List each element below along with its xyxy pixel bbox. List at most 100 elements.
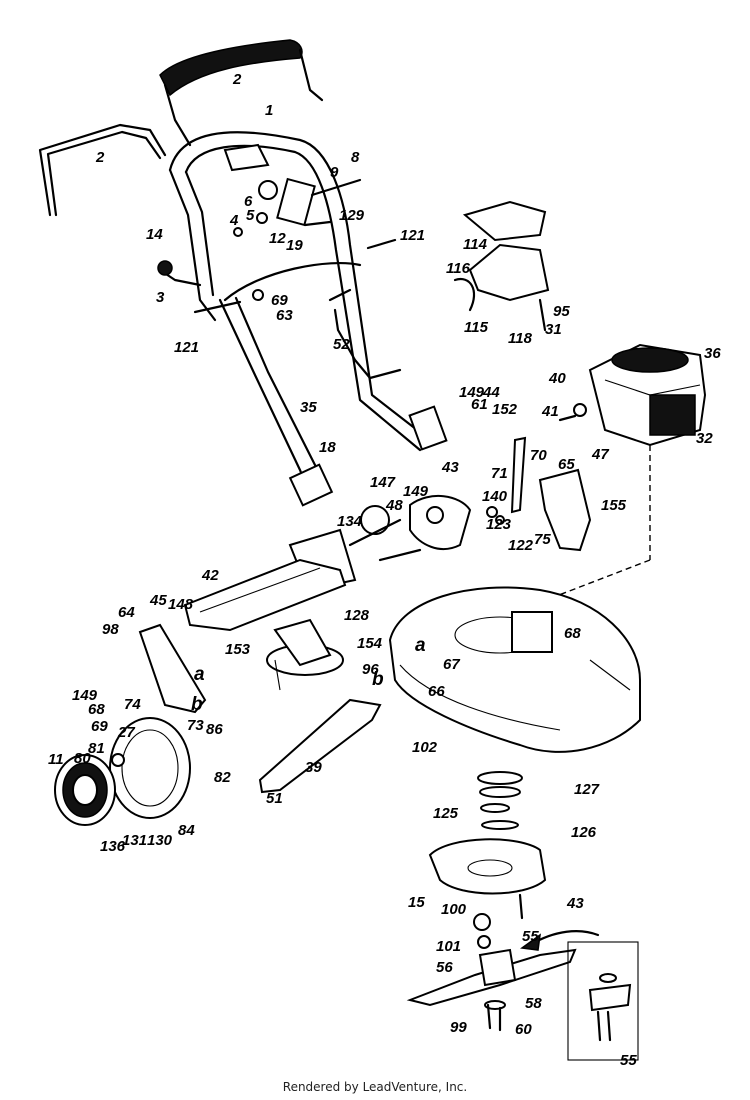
callout-part-115: 115 xyxy=(464,319,488,336)
mower-deck xyxy=(388,586,641,753)
callout-part-98: 98 xyxy=(102,621,119,638)
callout-part-75: 75 xyxy=(534,531,551,548)
callout-part-114: 114 xyxy=(463,236,487,253)
callout-part-147: 147 xyxy=(370,474,396,491)
callout-part-47: 47 xyxy=(592,446,609,463)
control-cable xyxy=(328,288,402,380)
bail-bar xyxy=(38,39,324,217)
callout-part-82: 82 xyxy=(214,769,231,786)
callout-part-123: 123 xyxy=(486,516,512,533)
callout-part-80: 80 xyxy=(74,750,91,767)
callout-part-81: 81 xyxy=(88,740,105,757)
callout-part-154: 154 xyxy=(357,635,383,652)
callout-part-121: 121 xyxy=(400,227,426,244)
callout-part-122: 122 xyxy=(508,537,534,554)
callout-part-155: 155 xyxy=(601,497,627,514)
callout-part-73: 73 xyxy=(187,717,204,734)
callout-part-4: 4 xyxy=(230,212,239,229)
callout-part-55: 55 xyxy=(522,928,539,945)
callout-part-86: 86 xyxy=(206,721,223,738)
upper-handle xyxy=(168,131,432,452)
callout-part-101: 101 xyxy=(436,938,462,955)
callout-letter-a: a xyxy=(194,664,205,685)
callout-part-71: 71 xyxy=(491,465,508,482)
callout-part-41: 41 xyxy=(542,403,559,420)
mower-blade xyxy=(406,930,600,1032)
callout-part-48: 48 xyxy=(386,497,403,514)
callout-part-127: 127 xyxy=(574,781,600,798)
callout-part-64: 64 xyxy=(118,604,135,621)
callout-part-31: 31 xyxy=(545,321,562,338)
callout-part-52: 52 xyxy=(333,336,350,353)
callout-part-9: 9 xyxy=(330,164,339,181)
callout-part-14: 14 xyxy=(146,226,163,243)
callout-part-66: 66 xyxy=(428,683,445,700)
callout-part-5: 5 xyxy=(246,207,255,224)
rear-wheel xyxy=(54,717,191,826)
callout-part-131: 131 xyxy=(122,832,148,849)
callout-part-70: 70 xyxy=(530,447,547,464)
callout-part-43: 43 xyxy=(567,895,584,912)
callout-part-100: 100 xyxy=(441,901,467,918)
callout-part-8: 8 xyxy=(351,149,360,166)
rear-door-assembly xyxy=(453,200,550,332)
callout-part-149: 149 xyxy=(459,384,485,401)
callout-part-44: 44 xyxy=(483,384,500,401)
callout-part-134: 134 xyxy=(337,513,363,530)
callout-part-140: 140 xyxy=(482,488,508,505)
callout-part-3: 3 xyxy=(156,289,165,306)
rear-frame xyxy=(138,558,382,794)
callout-part-67: 67 xyxy=(443,656,460,673)
callout-part-63: 63 xyxy=(276,307,293,324)
callout-part-45: 45 xyxy=(150,592,167,609)
footer-credit: Rendered by LeadVenture, Inc. xyxy=(282,1080,468,1094)
inset-detail xyxy=(567,941,639,1061)
callout-part-118: 118 xyxy=(508,330,532,347)
blade-hub xyxy=(428,771,547,949)
callout-part-32: 32 xyxy=(696,430,713,447)
callout-part-12: 12 xyxy=(269,230,286,247)
callout-part-128: 128 xyxy=(344,607,370,624)
callout-part-56: 56 xyxy=(436,959,453,976)
callout-part-136: 136 xyxy=(100,838,126,855)
callout-part-68: 68 xyxy=(88,701,105,718)
callout-part-42: 42 xyxy=(202,567,219,584)
callout-part-129: 129 xyxy=(339,207,365,224)
callout-part-2: 2 xyxy=(233,71,242,88)
callout-part-61: 61 xyxy=(471,396,488,413)
callout-part-84: 84 xyxy=(178,822,195,839)
callout-part-39: 39 xyxy=(305,759,322,776)
callout-part-1: 1 xyxy=(265,102,274,119)
lower-handle xyxy=(218,262,448,507)
callout-part-60: 60 xyxy=(515,1021,532,1038)
callout-part-130: 130 xyxy=(147,832,173,849)
callout-part-40: 40 xyxy=(549,370,566,387)
callout-part-69: 69 xyxy=(271,292,288,309)
callout-letter-a: a xyxy=(415,635,426,656)
callout-part-2: 2 xyxy=(96,149,105,166)
callout-letter-b: b xyxy=(191,694,203,715)
callout-part-55: 55 xyxy=(620,1052,637,1069)
callout-part-69: 69 xyxy=(91,718,108,735)
callout-part-43: 43 xyxy=(442,459,459,476)
throttle-control xyxy=(157,177,397,314)
callout-part-74: 74 xyxy=(124,696,141,713)
callout-part-96: 96 xyxy=(362,661,379,678)
callout-part-152: 152 xyxy=(492,401,518,418)
callout-part-153: 153 xyxy=(225,641,251,658)
engine xyxy=(519,343,707,611)
callout-part-149: 149 xyxy=(403,483,429,500)
callout-part-11: 11 xyxy=(48,751,64,768)
callout-part-65: 65 xyxy=(558,456,575,473)
callout-part-35: 35 xyxy=(300,399,317,416)
callout-part-6: 6 xyxy=(244,193,253,210)
callout-part-116: 116 xyxy=(446,260,470,277)
callout-part-19: 19 xyxy=(286,237,303,254)
callout-part-102: 102 xyxy=(412,739,438,756)
callout-part-58: 58 xyxy=(525,995,542,1012)
callout-part-27: 27 xyxy=(118,724,135,741)
callout-part-126: 126 xyxy=(571,824,597,841)
transmission xyxy=(266,618,344,691)
callout-part-121: 121 xyxy=(174,339,200,356)
